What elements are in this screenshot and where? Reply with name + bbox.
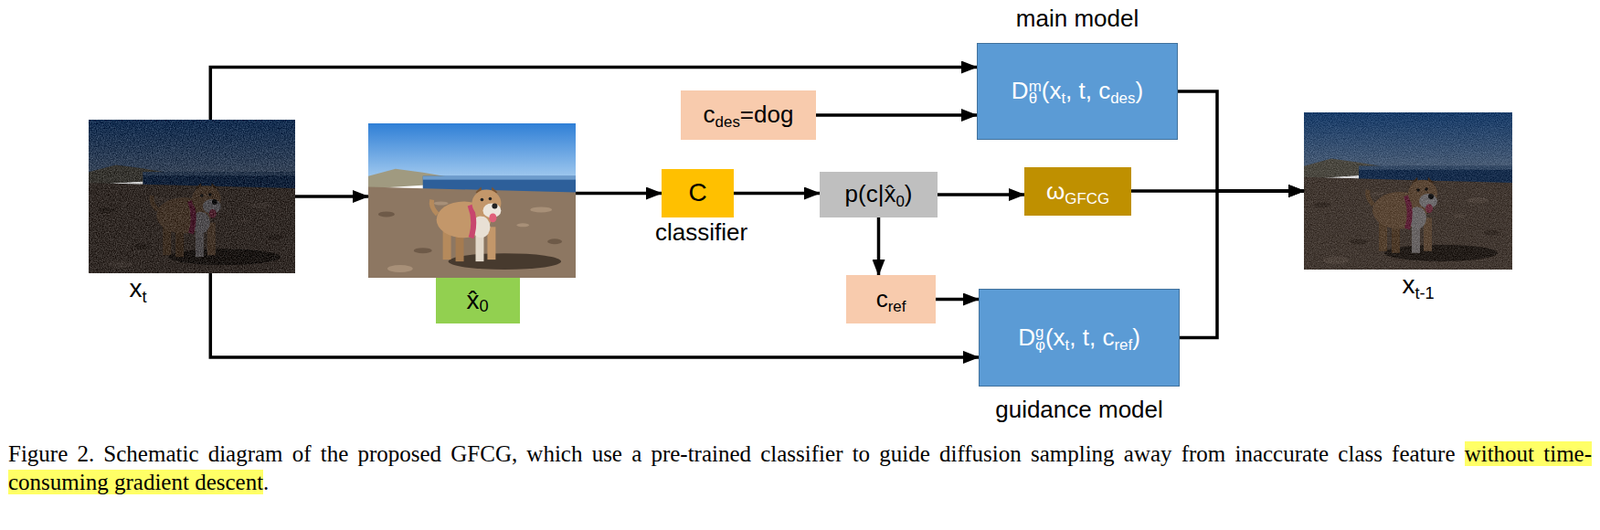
arrow-connector	[1179, 190, 1304, 339]
arrow-connector	[575, 191, 662, 196]
condition-box: cref	[846, 275, 936, 324]
outside-label: classifier	[655, 219, 748, 247]
arrow-connector	[295, 194, 369, 199]
highlight: without time-consuming gradient descent	[8, 441, 1592, 495]
image-node: xt	[88, 119, 296, 274]
subscript: φ	[1035, 338, 1046, 354]
model-box: Dgφ(xt, t, cref)guidance model	[978, 288, 1180, 387]
box-label: C	[688, 178, 707, 208]
image-node: xt-1	[1303, 112, 1513, 270]
box-label: cdes=dog	[703, 101, 795, 129]
condition-box: cdes=dog	[680, 90, 816, 140]
classifier-box: Cclassifier	[661, 169, 734, 218]
box-label: Dmθ(xt, t, cdes)	[1011, 77, 1144, 106]
image-node: x̂0	[368, 123, 576, 278]
subscript: des	[715, 115, 741, 131]
subscript: GFCG	[1064, 191, 1110, 208]
subscript: 0	[895, 194, 904, 211]
arrow-connector	[1131, 189, 1304, 193]
subscript: 0	[478, 297, 488, 315]
arrow-connector	[733, 191, 820, 196]
arrow-connector	[815, 113, 977, 117]
outside-label: xt-1	[1401, 270, 1434, 300]
subscript: ref	[1113, 338, 1133, 354]
outside-label: main model	[1016, 5, 1139, 33]
noisy-image	[88, 119, 296, 274]
box-label: ωGFCG	[1046, 178, 1110, 206]
arrow-connector	[210, 273, 979, 358]
arrow-connector	[935, 297, 979, 302]
label-box: x̂0	[435, 277, 520, 324]
weight-box: ωGFCG	[1024, 167, 1132, 216]
model-box: main modelDmθ(xt, t, cdes)	[976, 42, 1178, 140]
outside-label: guidance model	[995, 396, 1164, 424]
outside-label: xt	[128, 274, 147, 304]
subscript: t	[1060, 91, 1066, 107]
denoised-image	[368, 123, 576, 278]
arrow-connector	[1177, 91, 1304, 191]
box-label: p(c|x̂0)	[845, 180, 913, 209]
probability-box: p(c|x̂0)	[819, 171, 938, 218]
subscript: ref	[888, 299, 907, 316]
subscript: θ	[1028, 91, 1042, 107]
subscript: t	[141, 288, 147, 306]
box-label: cref	[876, 286, 907, 314]
figure-caption: Figure 2. Schematic diagram of the propo…	[8, 439, 1592, 497]
subscript: des	[1110, 91, 1135, 107]
subscript: t	[1065, 338, 1071, 354]
arrow-connector	[210, 67, 977, 121]
arrow-connector	[937, 192, 1025, 197]
box-label: Dgφ(xt, t, cref)	[1017, 324, 1141, 352]
arrow-connector	[877, 217, 881, 276]
noisy-image	[1303, 112, 1513, 270]
subscript: t-1	[1414, 285, 1434, 302]
